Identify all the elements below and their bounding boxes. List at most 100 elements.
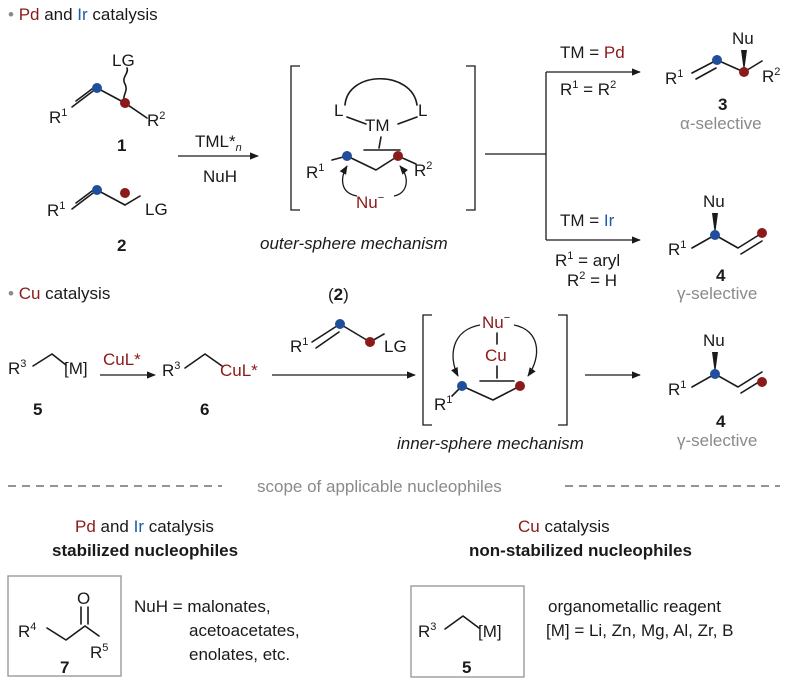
atom-gamma-marker xyxy=(712,55,722,65)
atom-alpha-marker xyxy=(120,98,130,108)
label-r1: R1 xyxy=(47,200,65,220)
selectivity-gamma: γ-selective xyxy=(677,431,757,450)
substrate-1: LG R1 R2 1 xyxy=(49,51,165,155)
reagent-line-2: [M] = Li, Zn, Mg, Al, Zr, B xyxy=(546,621,734,640)
compound-number-4: 4 xyxy=(716,266,726,285)
reagent-nuh: NuH xyxy=(203,167,237,186)
attack-arrow xyxy=(513,324,538,377)
label-r1: R1 xyxy=(290,336,308,356)
reagent-tml: TML*n xyxy=(195,132,242,154)
condition-r2-h: R2 = H xyxy=(567,270,617,290)
label-o: O xyxy=(77,589,90,608)
nucleophile-nu: Nu− xyxy=(482,312,510,332)
label-lg: LG xyxy=(112,51,135,70)
substrate-2-reference: (2) R1 LG xyxy=(290,285,407,356)
substrate-2: R1 LG 2 xyxy=(47,185,168,255)
metal-tm: TM xyxy=(365,116,390,135)
atom-gamma-marker xyxy=(457,381,467,391)
attack-arrow xyxy=(451,324,481,377)
label-r3: R3 xyxy=(162,360,180,380)
label-nu: Nu xyxy=(703,331,725,350)
label-r2: R2 xyxy=(414,160,432,180)
compound-number-4: 4 xyxy=(716,412,726,431)
organometallic-5: R3 [M] 5 xyxy=(8,353,88,419)
nuh-line-3: enolates, etc. xyxy=(189,645,290,664)
condition-tm-pd: TM = Pd xyxy=(560,43,625,62)
mechanism-outer-sphere-label: outer-sphere mechanism xyxy=(260,234,448,253)
label-lg: LG xyxy=(384,337,407,356)
carbonyl-compound-7: R4 O R5 7 xyxy=(18,589,108,677)
metal-cu: Cu xyxy=(485,346,507,365)
bracket-right xyxy=(558,314,568,426)
scope-left-type: stabilized nucleophiles xyxy=(52,541,238,560)
reagent-line-1: organometallic reagent xyxy=(548,597,721,616)
condition-tm-ir: TM = Ir xyxy=(560,211,615,230)
nucleophile-nu: Nu− xyxy=(356,192,384,212)
compound-7-box xyxy=(7,575,122,677)
atom-gamma-marker xyxy=(342,151,352,161)
label-cul: CuL* xyxy=(220,361,258,380)
label-r3: R3 xyxy=(8,358,26,378)
ligand-l-left: L xyxy=(334,101,343,120)
label-r3: R3 xyxy=(418,621,436,641)
atom-alpha-marker xyxy=(393,151,403,161)
label-r1: R1 xyxy=(668,379,686,399)
atom-alpha-marker xyxy=(365,337,375,347)
atom-gamma-marker xyxy=(710,230,720,240)
atom-alpha-marker xyxy=(757,228,767,238)
label-r1: R1 xyxy=(665,68,683,88)
outer-sphere-complex: L L TM R1 R2 Nu− xyxy=(290,65,476,212)
organometallic-5-scope: R3 [M] 5 xyxy=(418,615,502,677)
mechanism-inner-sphere-label: inner-sphere mechanism xyxy=(397,434,584,453)
atom-gamma-marker xyxy=(335,319,345,329)
nuh-line-1: NuH = malonates, xyxy=(134,597,271,616)
product-4-cu: Nu R1 4 γ-selective xyxy=(668,331,767,450)
section-cu-heading: • Cu catalysis xyxy=(8,284,110,303)
scope-right-type: non-stabilized nucleophiles xyxy=(469,541,692,560)
scope-left-title: Pd and Ir catalysis xyxy=(75,517,214,536)
bracket-right xyxy=(466,65,476,211)
compound-number-7: 7 xyxy=(60,658,69,677)
compound-number-1: 1 xyxy=(117,136,126,155)
atom-gamma-marker xyxy=(92,185,102,195)
label-nu: Nu xyxy=(703,192,725,211)
label-r5: R5 xyxy=(90,642,108,662)
condition-r1-eq-r2: R1 = R2 xyxy=(560,79,616,99)
label-r2: R2 xyxy=(762,66,780,86)
label-r1: R1 xyxy=(306,162,324,182)
label-r1: R1 xyxy=(49,107,67,127)
scope-right-title: Cu catalysis xyxy=(518,517,610,536)
attack-arrow xyxy=(393,165,409,197)
inner-sphere-complex: Nu− Cu R1 xyxy=(422,312,568,426)
condition-r1-aryl: R1 = aryl xyxy=(555,250,620,270)
bracket-left xyxy=(290,65,300,211)
compound-5-box xyxy=(410,585,525,678)
ligand-l-right: L xyxy=(418,101,427,120)
label-lg: LG xyxy=(145,200,168,219)
compound-ref-2: (2) xyxy=(328,285,349,304)
atom-alpha-marker xyxy=(757,377,767,387)
atom-alpha-marker xyxy=(515,381,525,391)
organocopper-6: R3 CuL* 6 xyxy=(162,353,258,419)
attack-arrow xyxy=(339,165,358,197)
atom-alpha-marker xyxy=(120,188,130,198)
compound-number-2: 2 xyxy=(117,236,126,255)
compound-number-3: 3 xyxy=(718,95,727,114)
reagent-cul: CuL* xyxy=(103,350,141,369)
atom-gamma-marker xyxy=(92,83,102,93)
label-r1: R1 xyxy=(434,394,452,414)
label-r4: R4 xyxy=(18,621,36,641)
label-m: [M] xyxy=(64,359,88,378)
atom-gamma-marker xyxy=(710,369,720,379)
product-4-ir: Nu R1 4 γ-selective xyxy=(668,192,767,303)
label-m: [M] xyxy=(478,622,502,641)
label-nu: Nu xyxy=(732,29,754,48)
bracket-left xyxy=(422,314,432,426)
nuh-line-2: acetoacetates, xyxy=(189,621,300,640)
scope-divider-label: scope of applicable nucleophiles xyxy=(257,477,502,496)
label-r1: R1 xyxy=(668,239,686,259)
compound-number-6: 6 xyxy=(200,400,209,419)
section-pd-ir-heading: • Pd and Ir catalysis xyxy=(8,5,158,24)
compound-number-5: 5 xyxy=(33,400,42,419)
